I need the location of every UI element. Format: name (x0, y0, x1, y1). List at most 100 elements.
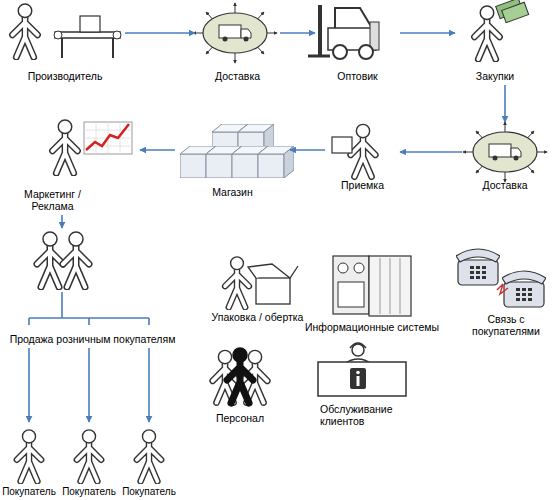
flow-arrow (61, 215, 63, 228)
flow-arrow (28, 348, 30, 422)
service-desk-icon (318, 343, 406, 396)
phones-icon (456, 249, 546, 307)
forklift-cage (335, 8, 372, 28)
money-bill (502, 2, 529, 22)
staff-node: Персонал (200, 343, 280, 427)
node-label: Доставка (482, 179, 527, 194)
buyer-figure (77, 430, 101, 481)
flow-arrow (148, 348, 150, 422)
service-desk (318, 362, 406, 396)
node-label: Покупатель (2, 486, 56, 500)
telephone (456, 249, 500, 285)
node-label: Персонал (216, 412, 264, 427)
conveyor-belt (55, 32, 120, 38)
store-icon (180, 124, 294, 178)
marketing-icon (52, 120, 132, 173)
forklift-forks (308, 55, 330, 58)
stick-figure (37, 232, 63, 287)
node-label: Производитель (28, 70, 103, 85)
node-label: Магазин (212, 186, 253, 201)
node-label: Приемка (341, 179, 384, 194)
flow-arrow (280, 32, 315, 34)
info-systems-node: Информационные системы (302, 252, 442, 336)
chart-line (86, 124, 129, 150)
flow-arrow (88, 348, 90, 422)
delivery-truck-icon (463, 122, 547, 182)
delivery-truck-icon (193, 3, 277, 63)
chart-board (84, 122, 132, 154)
node-label: Покупатель (122, 486, 176, 500)
receiving-icon (332, 124, 375, 176)
packaging-node: Упаковка / обертка (195, 250, 320, 326)
node-label: Оптовик (337, 70, 377, 85)
stick-figure (52, 120, 77, 173)
stick-figure (63, 232, 89, 287)
node-label: Связь с покупателями (466, 313, 546, 340)
producer-icon (12, 4, 121, 58)
node-label: Доставка (215, 70, 260, 85)
carried-box (332, 137, 352, 153)
buyer-node: Покупатель (120, 422, 178, 500)
headset (350, 343, 366, 348)
buyer-figure (17, 430, 41, 481)
cabinet-panel (338, 282, 364, 307)
stick-figure (227, 348, 253, 403)
stick-figure (225, 257, 249, 307)
forklift-wheel (359, 45, 373, 59)
conveyor-roller (54, 31, 62, 39)
flow-arrow (400, 151, 462, 153)
staff-icon (213, 348, 268, 403)
telephone (502, 271, 546, 307)
node-label: Закупки (476, 70, 514, 85)
rack-lines (380, 258, 400, 314)
node-label: Продажа розничным покупателям (10, 333, 176, 348)
stick-figure (12, 4, 37, 57)
buyer-node: Покупатель (60, 422, 118, 500)
packaging-icon (225, 257, 298, 307)
retail-sale-node: Продажа розничным покупателям (0, 228, 185, 348)
clerk-head (352, 344, 364, 356)
buyer-figure (137, 430, 161, 481)
flow-arrow (290, 149, 325, 151)
purchasing-icon (474, 0, 528, 59)
marketing-node: Маркетинг / Реклама (10, 115, 140, 215)
conveyor-roller (113, 31, 121, 39)
wholesaler-node: Оптовик (315, 3, 400, 85)
info-systems-icon (333, 256, 411, 316)
node-label: Упаковка / обертка (212, 311, 304, 326)
purchasing-node: Закупки (455, 0, 535, 85)
delivery-node: Доставка (195, 3, 280, 85)
box-flaps (248, 264, 298, 278)
forklift-icon (308, 5, 379, 59)
server-rack (369, 256, 411, 316)
node-label: Информационные системы (305, 321, 439, 336)
tape-cabinet (333, 256, 369, 314)
buyer-node: Покупатель (0, 422, 58, 500)
info-sign (350, 368, 366, 389)
store-node: Магазин (175, 115, 290, 201)
node-label: Покупатель (62, 486, 116, 500)
chart-grid (84, 122, 132, 154)
forklift-weight (370, 22, 379, 50)
conveyor-legs (62, 38, 113, 58)
handshake-icon (37, 232, 89, 287)
flow-arrow (504, 85, 506, 122)
stick-figure (351, 124, 376, 176)
receiving-node: Приемка (325, 122, 400, 194)
delivery-node: Доставка (462, 122, 548, 194)
stock-cube (258, 146, 294, 178)
flow-arrow (400, 32, 455, 34)
flow-arrow (125, 32, 195, 34)
branch-bar (29, 292, 149, 325)
stick-figure (474, 6, 499, 59)
flow-arrow (140, 149, 175, 151)
forklift-wheel (333, 45, 347, 59)
open-box (256, 278, 290, 304)
info-dot (356, 371, 360, 375)
node-label: Маркетинг / Реклама (15, 188, 90, 215)
producer-node: Производитель (5, 0, 125, 85)
tape-reel (354, 263, 364, 273)
customer-contact-node: Связь с покупателями (460, 243, 552, 340)
tape-reel (338, 263, 348, 273)
